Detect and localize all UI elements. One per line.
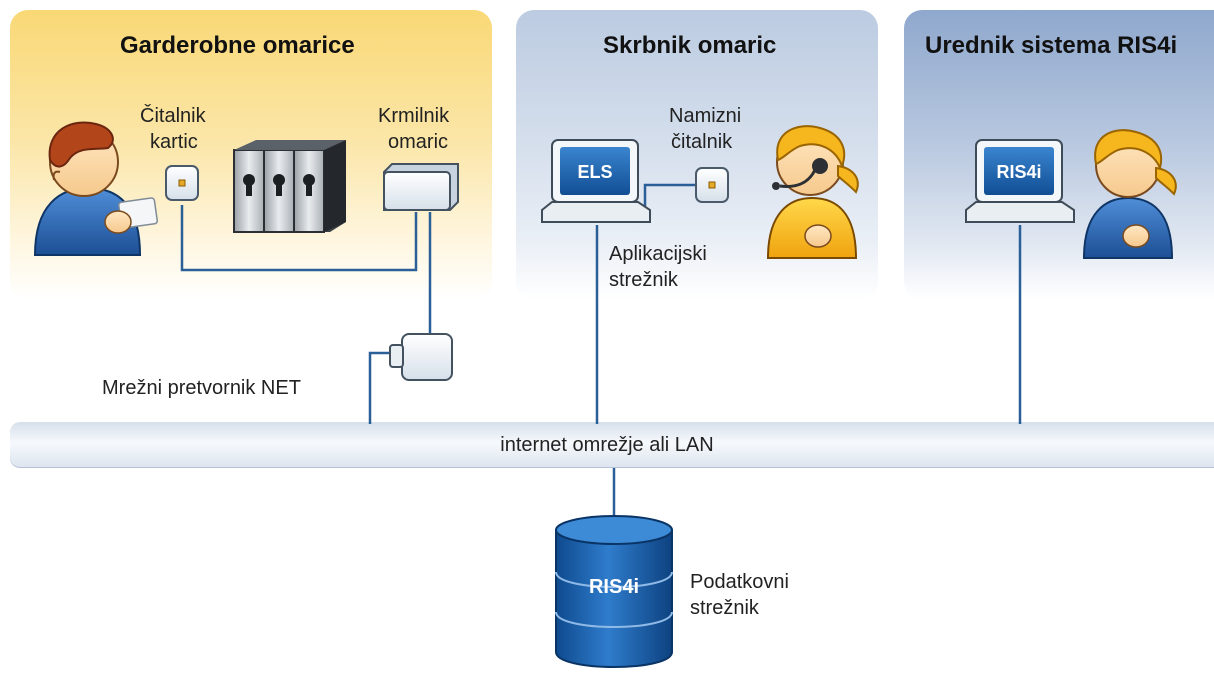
ris4i-screen-label: RIS4i <box>996 162 1041 182</box>
card-reader-label-line1: Čitalnik <box>140 105 206 127</box>
db-server-label-line2: strežnik <box>690 597 759 619</box>
app-server-label-line2: strežnik <box>609 269 678 291</box>
laptop-ris4i-icon: RIS4i <box>965 139 1075 223</box>
headset-user-icon <box>766 125 859 259</box>
network-label: internet omrežje ali LAN <box>500 434 714 456</box>
desk-reader-icon <box>695 167 729 203</box>
network-converter-icon <box>389 333 453 381</box>
desk-reader-label-line1: Namizni <box>669 105 742 127</box>
database-screen-label: RIS4i <box>589 576 639 598</box>
user-card-icon <box>33 121 158 256</box>
database-icon: RIS4i <box>555 515 673 668</box>
panel-title-lockers: Garderobne omarice <box>120 32 355 59</box>
app-server-label-line1: Aplikacijski <box>609 243 707 265</box>
panel-title-locker-admin: Skrbnik omaric <box>603 32 777 59</box>
net-converter-label: Mrežni pretvornik NET <box>102 377 301 399</box>
locker-icon <box>233 140 346 233</box>
panel-title-system-editor: Urednik sistema RIS4i <box>925 32 1178 59</box>
db-server-label-line1: Podatkovni <box>690 571 789 593</box>
locker-controller-label-line1: Krmilnik <box>378 105 450 127</box>
connection-lines <box>180 183 1022 520</box>
els-screen-label: ELS <box>577 162 612 182</box>
desk-reader-label-line2: čitalnik <box>671 131 733 153</box>
locker-controller-icon <box>383 163 459 211</box>
network-bar: internet omrežje ali LAN <box>10 422 1214 468</box>
card-reader-label-line2: kartic <box>150 131 198 153</box>
locker-controller-label-line2: omaric <box>388 131 449 153</box>
user-icon <box>1082 129 1177 259</box>
laptop-els-icon: ELS <box>541 139 651 223</box>
card-reader-icon <box>165 165 199 201</box>
